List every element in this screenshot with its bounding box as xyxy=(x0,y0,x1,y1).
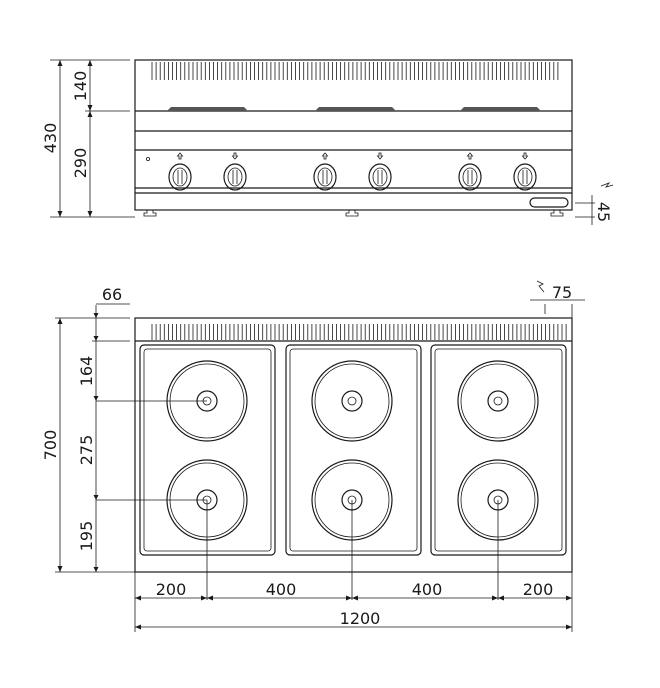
arrowhead xyxy=(93,567,99,572)
knob-arrow-icon xyxy=(466,152,474,160)
arrowhead xyxy=(352,595,358,601)
zone-inner xyxy=(289,348,418,552)
arrowhead xyxy=(346,595,352,601)
hotplate-outer xyxy=(311,360,393,442)
adjustable-foot xyxy=(345,210,359,217)
hotplate-center xyxy=(487,390,509,412)
arrowhead xyxy=(492,595,498,601)
control-knob xyxy=(313,152,337,191)
arrowhead xyxy=(93,336,99,341)
control-knob xyxy=(513,152,537,191)
cooking-zone xyxy=(430,344,567,556)
arrowhead xyxy=(87,211,93,217)
hotplate xyxy=(311,360,393,442)
dim-430: 430 xyxy=(41,123,60,154)
hotplate-profile xyxy=(315,107,396,111)
dim-195: 195 xyxy=(77,521,96,552)
knob-ring xyxy=(313,163,337,191)
knob-ring xyxy=(458,163,482,191)
dim-width-3: 400 xyxy=(412,580,443,599)
arrowhead xyxy=(57,318,63,324)
knob-arrow-icon xyxy=(231,152,239,160)
cooking-zone xyxy=(139,344,276,556)
knob-ring xyxy=(223,163,247,191)
dim-164: 164 xyxy=(77,356,96,387)
arrowhead xyxy=(498,595,504,601)
indicator-light xyxy=(145,156,150,161)
arrowhead xyxy=(87,111,93,117)
electric-connection-icon xyxy=(536,280,545,293)
dim-75: 75 xyxy=(552,283,572,302)
arrowhead xyxy=(93,313,99,318)
knob-inner xyxy=(317,167,333,187)
knob-arrow-icon xyxy=(176,152,184,160)
dim-275: 275 xyxy=(77,435,96,466)
hotplate-dot xyxy=(493,396,503,406)
knob-arrow-icon xyxy=(521,152,529,160)
control-knob xyxy=(458,152,482,191)
arrowhead xyxy=(57,60,63,66)
dim-width-1: 200 xyxy=(156,580,187,599)
front-view xyxy=(50,59,614,225)
knob-inner xyxy=(227,167,243,187)
arrowhead xyxy=(93,396,99,401)
top-view xyxy=(55,280,585,632)
arrowhead xyxy=(93,495,99,500)
zone-outline xyxy=(430,344,567,556)
arrowhead xyxy=(201,595,207,601)
knob-arrow-icon xyxy=(321,152,329,160)
arrowhead xyxy=(135,624,141,630)
knob-ring xyxy=(168,163,192,191)
dim-700: 700 xyxy=(41,430,60,461)
dim-66: 66 xyxy=(102,285,122,304)
knob-inner xyxy=(172,167,188,187)
zone-inner xyxy=(434,348,563,552)
adjustable-foot xyxy=(550,210,564,217)
cooking-zone xyxy=(285,344,422,556)
dim-290: 290 xyxy=(71,148,90,179)
knob-arrow-icon xyxy=(376,152,384,160)
knob-ring xyxy=(513,163,537,191)
control-knob xyxy=(223,152,247,191)
hotplate xyxy=(457,360,539,442)
arrowhead xyxy=(566,595,572,601)
control-knob xyxy=(168,152,192,191)
control-knob xyxy=(368,152,392,191)
hotplate-rim xyxy=(314,363,390,439)
arrowhead xyxy=(57,211,63,217)
arrowhead xyxy=(135,595,141,601)
handle xyxy=(529,197,569,208)
dim-width-4: 200 xyxy=(523,580,554,599)
hotplate-outer xyxy=(457,360,539,442)
arrowhead xyxy=(87,105,93,111)
hob-body xyxy=(134,317,573,573)
knob-inner xyxy=(462,167,478,187)
knob-inner xyxy=(517,167,533,187)
electric-connection-icon xyxy=(600,182,614,188)
dim-140: 140 xyxy=(71,71,90,102)
hotplate-center xyxy=(341,390,363,412)
dim-1200: 1200 xyxy=(340,609,381,628)
hotplate-profile xyxy=(460,107,541,111)
arrowhead xyxy=(207,595,213,601)
hotplate-rim xyxy=(460,363,536,439)
hotplate-dot xyxy=(347,396,357,406)
knob-ring xyxy=(368,163,392,191)
arrowhead xyxy=(57,566,63,572)
appliance-body xyxy=(134,59,573,211)
zone-outline xyxy=(139,344,276,556)
dim-45: 45 xyxy=(594,202,613,222)
zone-outline xyxy=(285,344,422,556)
adjustable-foot xyxy=(143,210,157,217)
arrowhead xyxy=(87,60,93,66)
knob-inner xyxy=(372,167,388,187)
arrowhead xyxy=(566,624,572,630)
dim-width-2: 400 xyxy=(266,580,297,599)
hotplate-profile xyxy=(167,107,248,111)
zone-inner xyxy=(143,348,272,552)
